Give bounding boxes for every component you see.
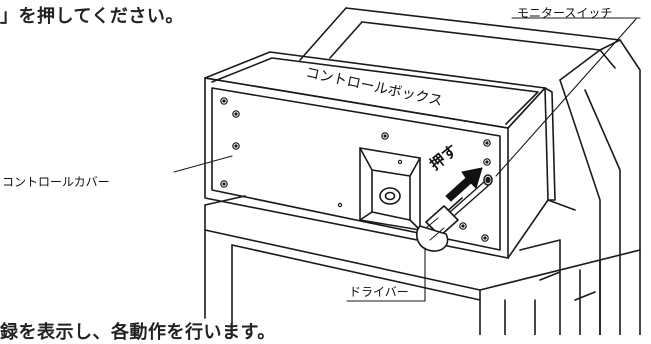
label-control-cover: コントロールカバー [2,175,110,189]
rear-housing [299,7,641,335]
monitor-switch [483,174,493,186]
control-box-diagram: 」を押してください。 録を表示し、各動作を行います。 モニタースイッチ コントロ… [0,6,641,343]
label-monitor-switch: モニタースイッチ [517,6,613,20]
diagram-illustration [173,7,641,335]
control-box-side [507,87,576,259]
lower-body [204,195,641,335]
push-arrow [445,167,483,202]
control-cover-panel [204,77,509,259]
footer-text: 録を表示し、各動作を行います。 [0,322,276,343]
center-recess [359,147,421,231]
panel-screws [220,97,491,242]
screwdriver-illustration [415,181,489,252]
label-driver: ドライバー [349,285,409,299]
leader-lines [173,17,641,302]
instruction-text: 」を押してください。 [0,6,184,27]
